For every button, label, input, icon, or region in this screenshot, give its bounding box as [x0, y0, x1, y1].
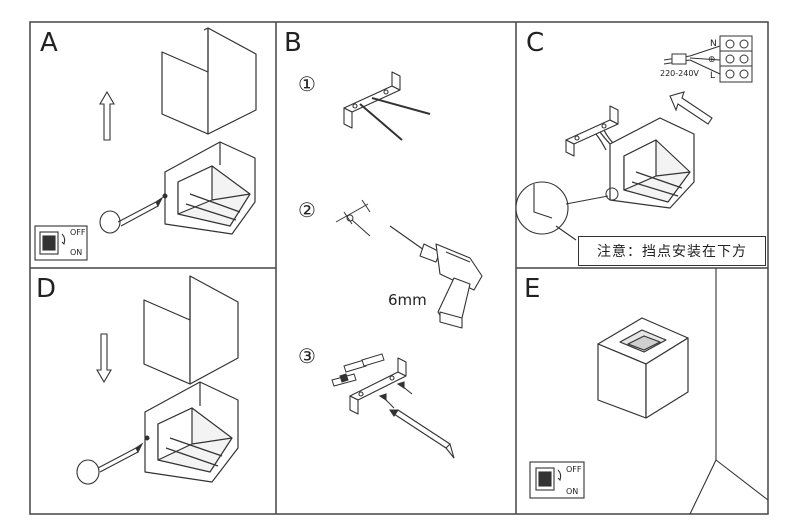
drill-icon	[389, 225, 483, 329]
wall-bracket-c	[565, 105, 619, 157]
switch-panel-a	[34, 225, 88, 261]
panel-a-label: A	[40, 28, 58, 58]
pencil-icon	[388, 409, 455, 459]
voltage-label: 220-240V	[660, 69, 699, 78]
room-corner	[689, 268, 769, 515]
lamp-screw-hole-d	[144, 435, 150, 441]
switch-off-label-e: OFF	[566, 465, 582, 474]
installation-note: 注意：挡点安装在下方	[578, 236, 766, 266]
installed-lamp	[597, 317, 689, 419]
panel-b-label: B	[284, 28, 302, 58]
lamp-body-c	[609, 117, 695, 209]
stopper-point	[605, 187, 619, 201]
terminal-mark-n: N	[710, 39, 717, 49]
mounting-bracket-step1	[343, 71, 431, 141]
panel-c-label: C	[526, 28, 545, 58]
wall-plugs	[331, 353, 385, 387]
cover-box	[161, 27, 257, 135]
terminal-mark-l: L	[710, 71, 716, 81]
power-cable	[663, 45, 721, 75]
magnified-detail	[515, 181, 609, 241]
switch-on-label-a: ON	[70, 248, 83, 257]
arrow-diagonal-icon	[669, 91, 713, 125]
screwdriver-icon	[99, 196, 164, 234]
drill-size-label: 6mm	[388, 291, 427, 309]
step-1-number: ①	[298, 72, 316, 96]
switch-on-label-e: ON	[566, 487, 579, 496]
arrow-up-icon	[99, 90, 115, 141]
cover-box-d	[143, 275, 239, 385]
lamp-screw-hole	[162, 193, 168, 199]
mounting-bracket-step3	[349, 357, 407, 415]
lamp-body-d	[144, 381, 239, 483]
panel-e-label: E	[524, 274, 541, 304]
terminal-block	[719, 35, 753, 83]
panel-d-label: D	[36, 274, 57, 304]
lamp-body	[164, 141, 256, 235]
step-3-number: ③	[298, 344, 316, 368]
step-2-number: ②	[298, 198, 316, 222]
arrow-down-icon	[96, 333, 112, 384]
terminal-mark-earth: ⊕	[708, 55, 716, 65]
switch-off-label-a: OFF	[70, 228, 86, 237]
screwdriver-icon-d	[76, 442, 144, 485]
screws-step3	[378, 381, 413, 409]
switch-panel-e	[529, 461, 585, 499]
drill-marks-step2	[335, 199, 371, 237]
